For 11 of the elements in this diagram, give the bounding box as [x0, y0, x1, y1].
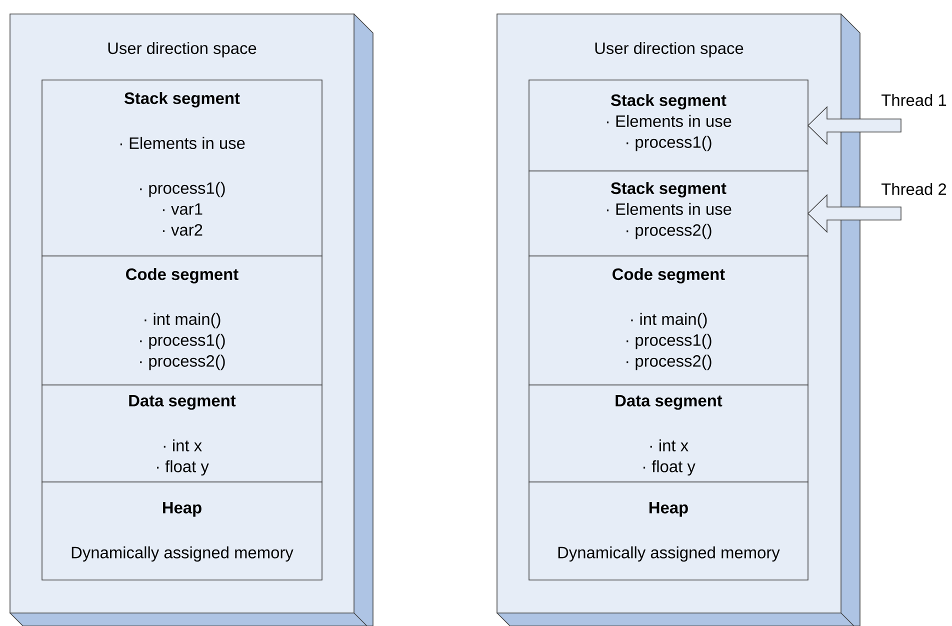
segment-box: Code segment · int main() · process1() · process2()	[528, 256, 808, 386]
segment-box: Stack segment · Elements in use · process2()	[528, 170, 808, 256]
thread-label: Thread 2	[881, 182, 946, 196]
segment-box: Stack segment · Elements in use · process1() · var1 · var2	[42, 80, 322, 256]
segment-box: Data segment · int x · float y	[528, 384, 808, 482]
segment-box: Stack segment · Elements in use · process1()	[528, 80, 808, 172]
segment-box: Heap Dynamically assigned memory	[528, 482, 808, 580]
segment-box: Data segment · int x · float y	[42, 384, 322, 482]
thread-label: Thread 1	[881, 94, 946, 106]
segment-box: Code segment · int main() · process1() · process2()	[42, 256, 322, 386]
segment-box: Heap Dynamically assigned memory	[42, 482, 322, 580]
